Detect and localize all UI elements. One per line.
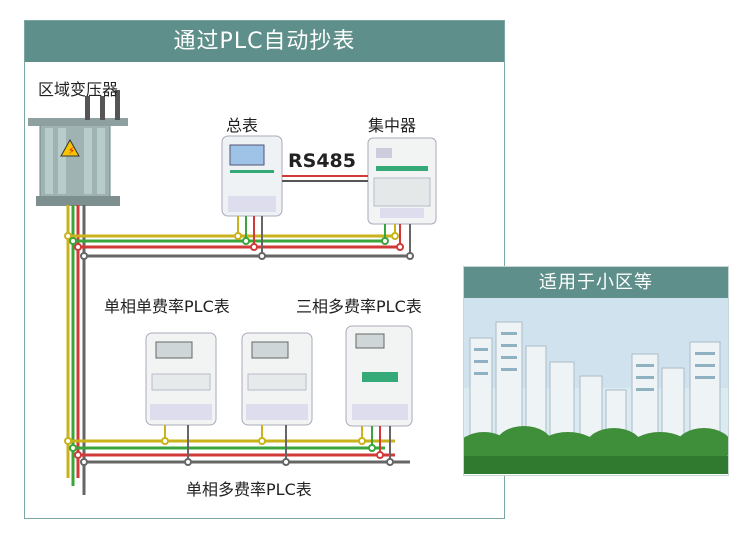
single-phase-meter-1-icon <box>145 332 217 426</box>
residential-buildings-image <box>464 298 728 474</box>
single-phase-meter-2-icon <box>241 332 313 426</box>
main-meter-label: 总表 <box>226 116 259 135</box>
application-panel: 适用于小区等 <box>463 266 729 476</box>
main-meter-icon <box>221 135 283 217</box>
single-phase-single-rate-label: 单相单费率PLC表 <box>104 297 230 316</box>
concentrator-icon <box>367 137 437 225</box>
rs485-label: RS485 <box>288 150 356 172</box>
single-phase-multi-rate-label: 单相多费率PLC表 <box>186 480 312 499</box>
transformer-icon: ⚡ <box>28 90 128 206</box>
three-phase-meter-icon <box>345 325 413 427</box>
diagram-title: 通过PLC自动抄表 <box>25 21 504 62</box>
concentrator-label: 集中器 <box>368 116 417 135</box>
application-panel-title: 适用于小区等 <box>464 267 728 298</box>
transformer-label: 区域变压器 <box>38 80 119 99</box>
three-phase-multi-rate-label: 三相多费率PLC表 <box>296 297 422 316</box>
svg-text:⚡: ⚡ <box>68 146 75 157</box>
